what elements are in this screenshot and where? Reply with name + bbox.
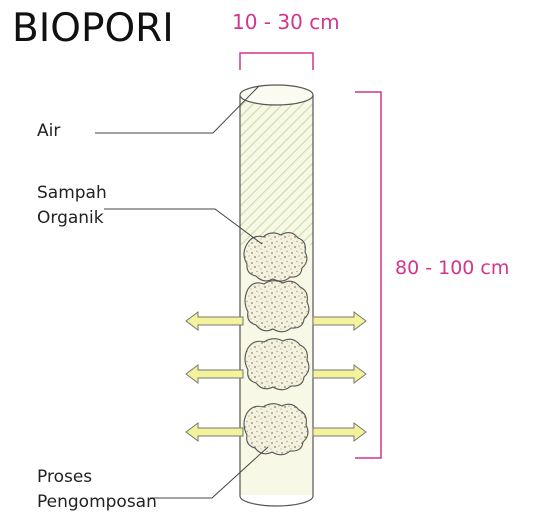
air-label: Air [37, 121, 61, 141]
depth-label: 80 - 100 cm [395, 257, 510, 279]
sampah-label-line1: Sampah [37, 183, 107, 203]
right-arrow-icon [312, 422, 367, 442]
sampah-organik-label: Sampah Organik [37, 181, 107, 231]
page-title: BIOPORI [12, 6, 174, 51]
right-arrow-icon [312, 311, 367, 331]
organic-waste-clumps [243, 232, 310, 456]
waste-clump-icon [244, 280, 310, 333]
left-arrow-icon [185, 422, 244, 442]
depth-bracket [355, 91, 382, 459]
left-arrow-icon [185, 364, 244, 384]
proses-leader-line [150, 446, 269, 499]
right-arrow-icon [312, 364, 367, 384]
sampah-leader-line [104, 208, 263, 245]
leader-lines [95, 85, 269, 499]
diameter-bracket [239, 52, 314, 70]
air-leader-line [95, 85, 260, 134]
waste-clump-icon [243, 232, 308, 282]
diameter-label: 10 - 30 cm [232, 10, 340, 34]
left-arrow-icon [185, 311, 244, 331]
proses-label-line2: Pengomposan [37, 492, 157, 512]
tube-opening [239, 84, 314, 106]
sampah-label-line2: Organik [37, 208, 104, 228]
waste-clump-icon [244, 338, 310, 391]
waste-clump-icon [243, 403, 309, 456]
proses-pengomposan-label: Proses Pengomposan [37, 465, 157, 515]
flow-arrows [185, 311, 367, 442]
proses-label-line1: Proses [37, 467, 93, 487]
